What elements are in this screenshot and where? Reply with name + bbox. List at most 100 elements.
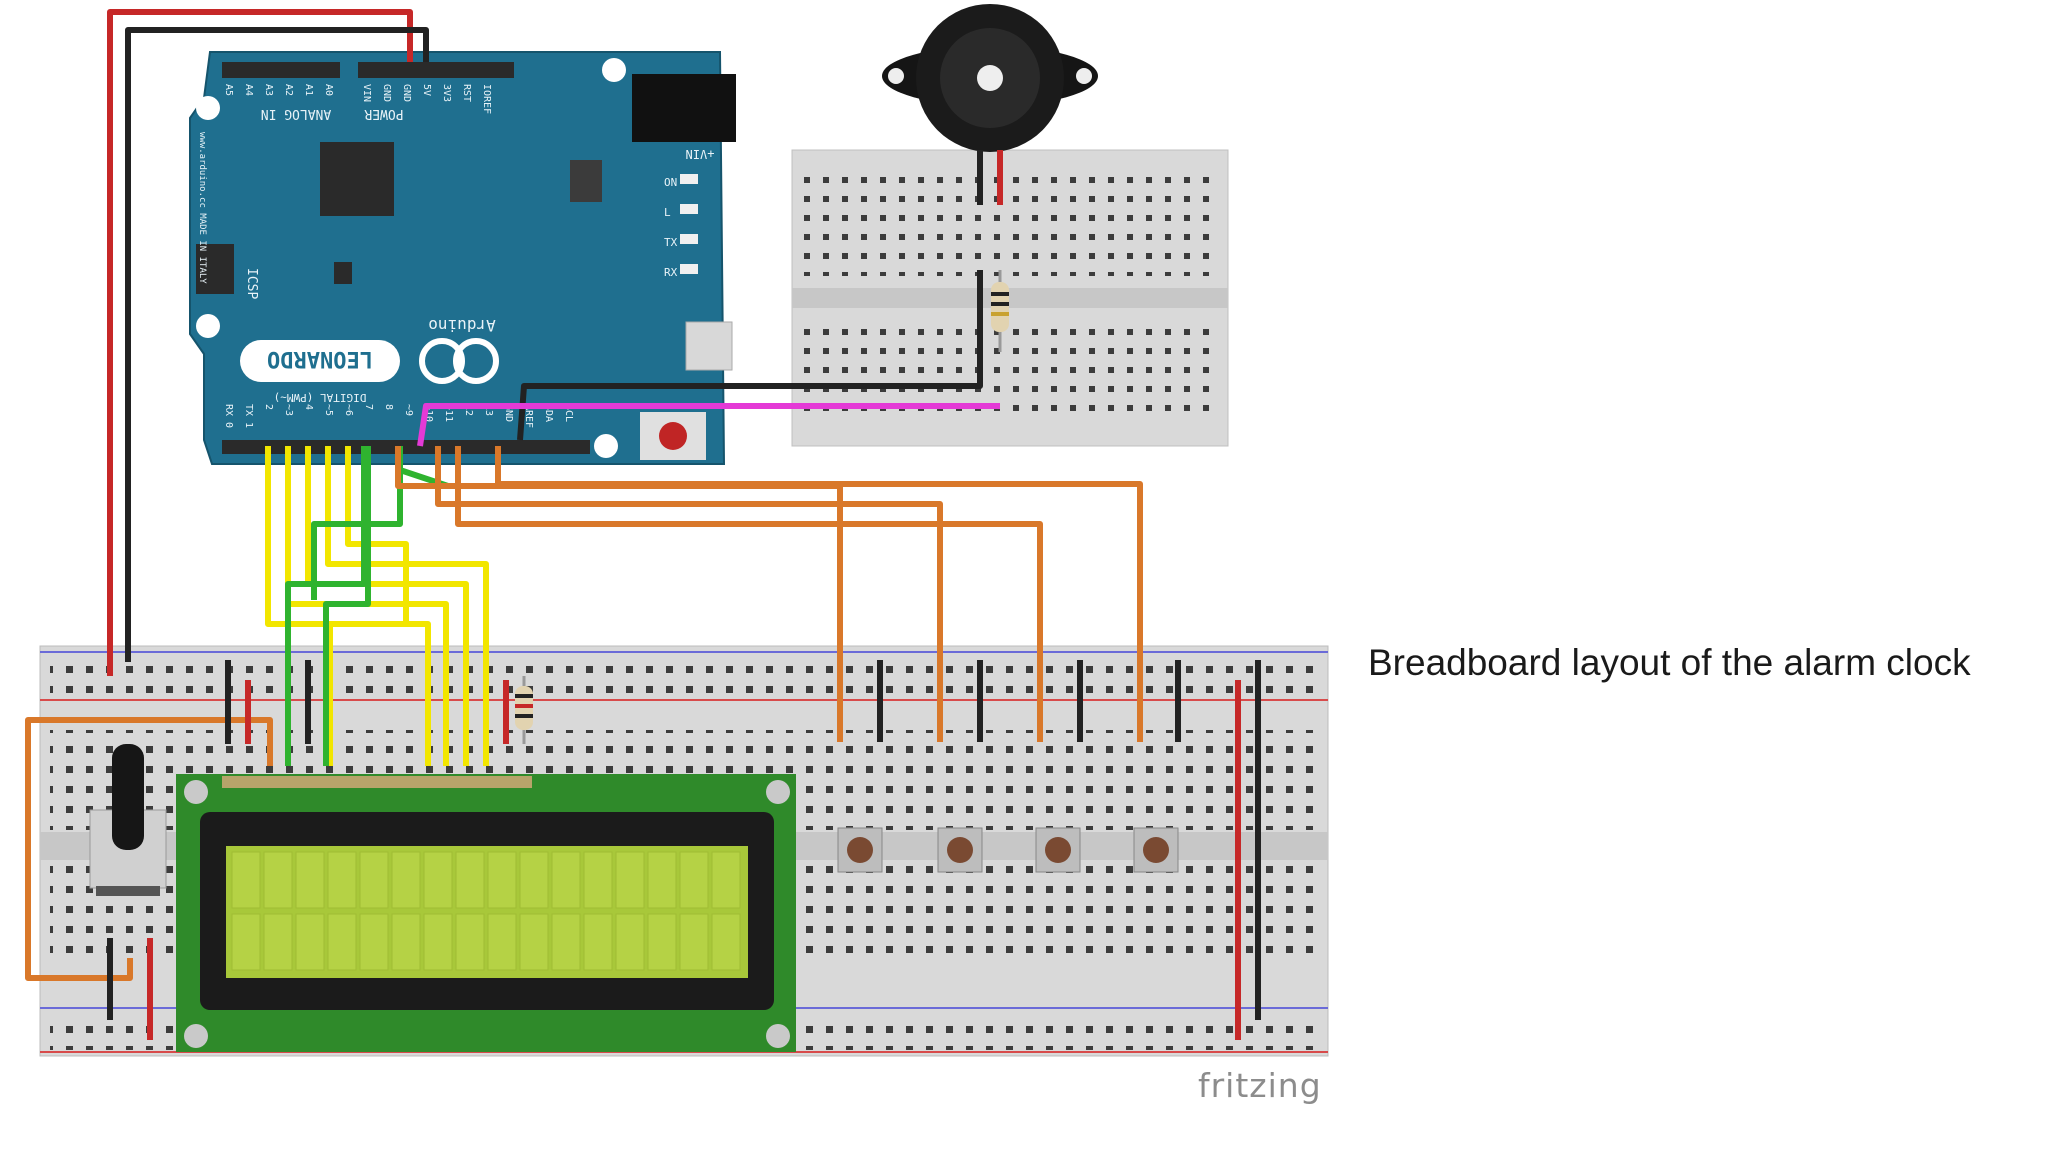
pin-label: 7 [363, 404, 374, 410]
pin-label: A1 [303, 84, 314, 96]
lcd-cell [711, 851, 741, 909]
pin-label: ~9 [403, 404, 414, 416]
lcd-cell [551, 913, 581, 971]
analog-header-label: ANALOG IN [261, 106, 331, 121]
lcd-cell [423, 913, 453, 971]
wire-buzzer-magenta [417, 403, 1000, 447]
arduino-maker-label: Arduino [428, 316, 495, 335]
pin-label: GND [381, 84, 392, 102]
pin-label: 3V3 [441, 84, 452, 102]
led-l-label: L [664, 206, 671, 219]
pin-label: IOREF [481, 84, 492, 114]
pin-label: AREF [523, 404, 534, 428]
lcd-cell [519, 851, 549, 909]
pin-label: TX 1 [243, 404, 254, 428]
pin-label: 13 [483, 404, 494, 416]
pin-label: ~3 [283, 404, 294, 416]
power-pin-labels: VIN GND GND 5V 3V3 RST IOREF [361, 84, 492, 114]
vin-label: +VIN [686, 147, 715, 161]
pin-label: SDA [543, 404, 554, 422]
lcd-cell [295, 851, 325, 909]
potentiometer [89, 744, 167, 896]
pin-label: A2 [283, 84, 294, 96]
pin-label: ~5 [323, 404, 334, 416]
arduino-leonardo: LEONARDO Arduino ANALOG IN POWER DIGITAL… [189, 51, 736, 465]
lcd-cell [711, 913, 741, 971]
led-rx-label: RX [664, 266, 678, 279]
led-tx-label: TX [664, 236, 678, 249]
diagram-caption: Breadboard layout of the alarm clock [1368, 642, 1971, 683]
pin-label: 2 [263, 404, 274, 410]
wires [25, 9, 1261, 1040]
buzzer [882, 4, 1098, 205]
pin-label: GND [503, 404, 514, 422]
pin-label: 12 [463, 404, 474, 416]
lcd-character-grid [231, 851, 741, 971]
lcd-cell [679, 913, 709, 971]
push-button [1133, 827, 1179, 873]
lcd-cell [423, 851, 453, 909]
lcd-cell [263, 913, 293, 971]
push-button [937, 827, 983, 873]
made-in-label: www.arduino.cc MADE IN ITALY [197, 132, 207, 284]
lcd-cell [359, 913, 389, 971]
lcd-cell [487, 851, 517, 909]
pin-label: GND [401, 84, 412, 102]
lcd-cell [615, 913, 645, 971]
pin-label: ~10 [423, 404, 434, 422]
pin-label: ~11 [443, 404, 454, 422]
lcd-16x2 [176, 774, 796, 1052]
lcd-cell [263, 851, 293, 909]
pin-label: 4 [303, 404, 314, 410]
lcd-cell [679, 851, 709, 909]
pin-label: RST [461, 84, 472, 102]
lcd-cell [231, 913, 261, 971]
wire-buzzer-black [517, 270, 983, 441]
resistor-main [515, 676, 533, 744]
lcd-cell [231, 851, 261, 909]
push-buttons [837, 827, 1179, 873]
lcd-cell [455, 851, 485, 909]
lcd-cell [487, 913, 517, 971]
lcd-cell [391, 913, 421, 971]
lcd-cell [391, 851, 421, 909]
resistor-buzzer [991, 270, 1009, 352]
lcd-cell [615, 851, 645, 909]
push-button [1035, 827, 1081, 873]
pin-label: A3 [263, 84, 274, 96]
wire-pot-orange [25, 717, 273, 981]
pin-label: 5V [421, 84, 432, 96]
pin-label: 8 [383, 404, 394, 410]
fritzing-watermark: fritzing [1198, 1066, 1322, 1105]
arduino-model-label: LEONARDO [267, 346, 373, 371]
lcd-cell [583, 851, 613, 909]
lcd-cell [327, 913, 357, 971]
icsp-label: ICSP [244, 268, 259, 299]
digital-header-label: DIGITAL (PWM~) [274, 391, 367, 404]
pin-label: SCL [563, 404, 574, 422]
digital-pin-labels: RX 0 TX 1 2 ~3 4 ~5 ~6 7 8 ~9 ~10 ~11 12 13 GND AREF SDA… [223, 404, 574, 428]
wire-5v-red [107, 9, 413, 676]
pin-label: VIN [361, 84, 372, 102]
pin-label: A0 [323, 84, 334, 96]
lcd-cell [327, 851, 357, 909]
lcd-cell [647, 913, 677, 971]
pin-label: A4 [243, 84, 254, 96]
lcd-cell [551, 851, 581, 909]
lcd-cell [583, 913, 613, 971]
lcd-cell [519, 913, 549, 971]
lcd-cell [359, 851, 389, 909]
led-on-label: ON [664, 176, 677, 189]
push-button [837, 827, 883, 873]
pin-label: ~6 [343, 404, 354, 416]
lcd-cell [647, 851, 677, 909]
wire-gnd-black [125, 27, 429, 662]
pin-label: A5 [223, 84, 234, 96]
pin-label: RX 0 [223, 404, 234, 428]
analog-pin-labels: A5 A4 A3 A2 A1 A0 [223, 84, 334, 96]
mini-breadboard [791, 149, 1229, 447]
power-header-label: POWER [364, 106, 403, 121]
lcd-cell [455, 913, 485, 971]
lcd-cell [295, 913, 325, 971]
